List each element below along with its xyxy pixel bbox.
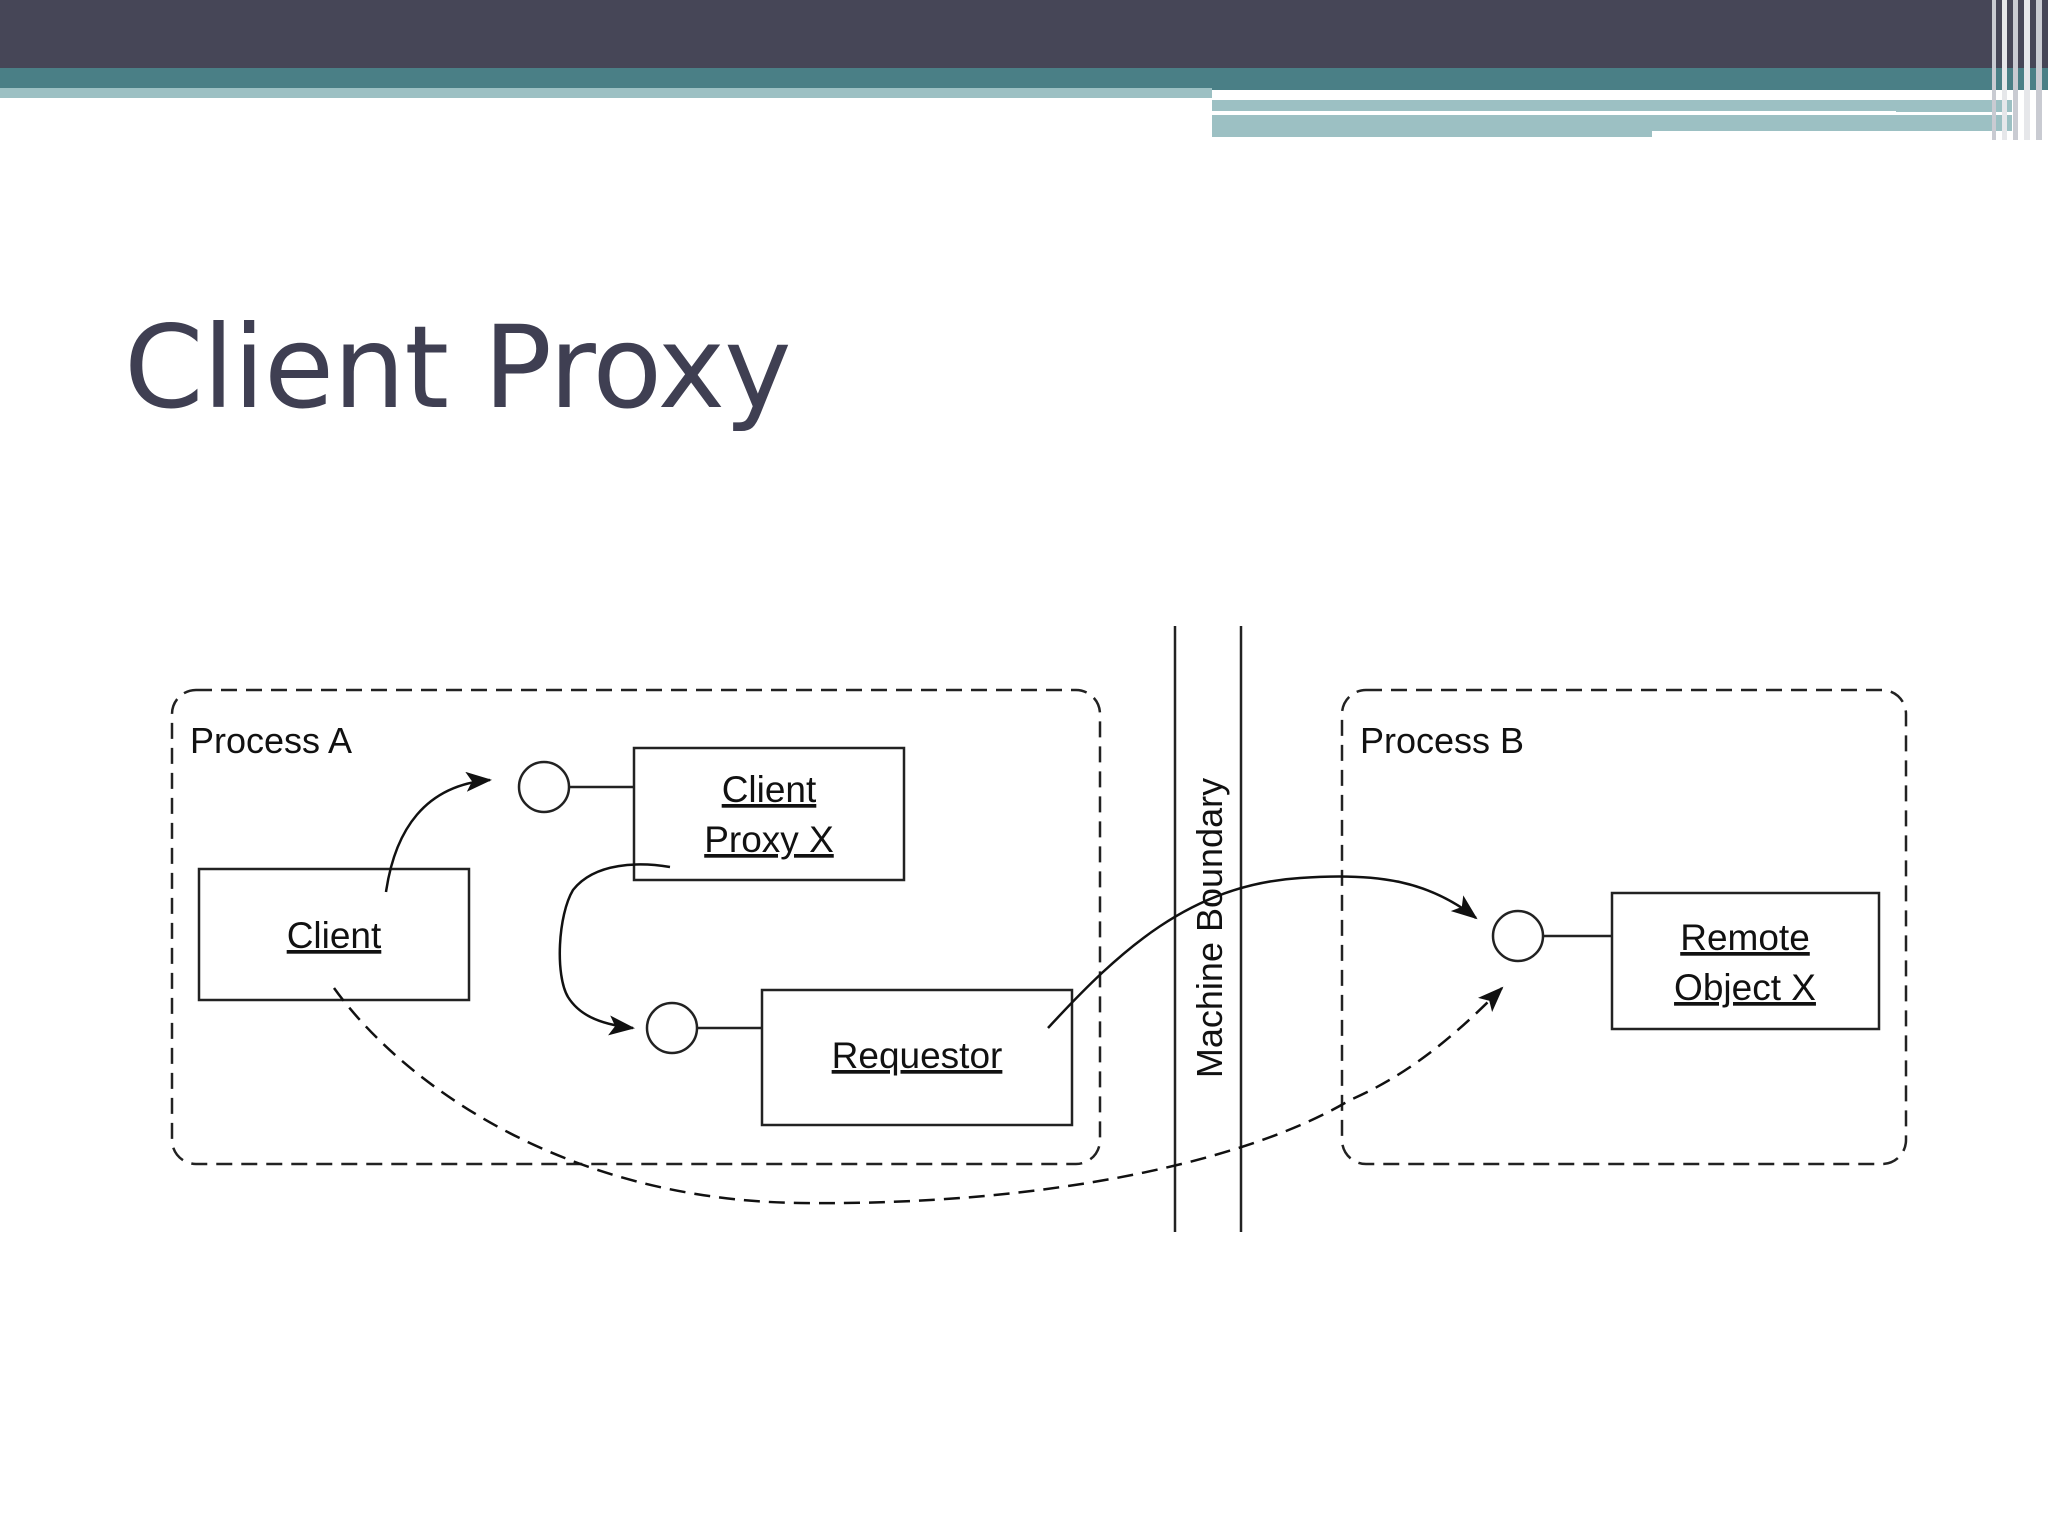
client-box	[197, 867, 471, 1002]
header-edge-stripe	[1992, 0, 1996, 140]
requestor-interface-icon	[645, 1001, 699, 1055]
header-light-teal-strip-lower	[1212, 115, 1652, 137]
arrow-client-to-proxy	[384, 771, 492, 893]
header-teal-band	[0, 68, 2048, 90]
machine-boundary-label: Machine Boundary	[1189, 778, 1230, 1078]
process-b-label: Process B	[1360, 720, 1524, 761]
remote-object-box	[1610, 891, 1881, 1031]
client-proxy-interface-icon	[517, 760, 571, 814]
header-dark-band	[0, 0, 2048, 68]
header-edge-stripe	[2036, 0, 2042, 140]
client-proxy-label-line1: Client	[722, 769, 817, 810]
requestor-label: Requestor	[832, 1035, 1003, 1076]
client-label: Client	[287, 915, 382, 956]
slide-title: Client Proxy	[124, 301, 792, 434]
requestor-box	[760, 988, 1074, 1127]
header-light-teal-strip	[0, 88, 1212, 98]
client-proxy-diagram: Process A Process B Machine Boundary Cli…	[0, 600, 2048, 1260]
client-proxy-box	[632, 746, 906, 882]
process-b-boundary	[1340, 688, 1908, 1166]
header-edge-stripe	[2024, 0, 2030, 140]
header-light-teal-strip-lower-right	[1652, 115, 2012, 131]
remote-object-interface-icon	[1491, 909, 1545, 963]
slide-header-bar	[0, 0, 2048, 140]
process-a-boundary	[170, 688, 1102, 1166]
process-a-label: Process A	[190, 720, 352, 761]
client-proxy-label-line2: Proxy X	[704, 819, 834, 860]
arrow-client-to-remote-object-logical	[332, 986, 1504, 1205]
header-white-line	[1212, 111, 1896, 115]
arrow-proxy-to-requestor	[558, 863, 671, 1036]
remote-object-label-line2: Object X	[1674, 967, 1816, 1008]
header-light-teal-strip-right	[1212, 100, 2012, 112]
remote-object-label-line1: Remote	[1680, 917, 1810, 958]
header-edge-stripe	[2013, 0, 2018, 140]
header-edge-stripe	[2002, 0, 2007, 140]
arrow-requestor-to-remote-object	[1047, 875, 1478, 1029]
